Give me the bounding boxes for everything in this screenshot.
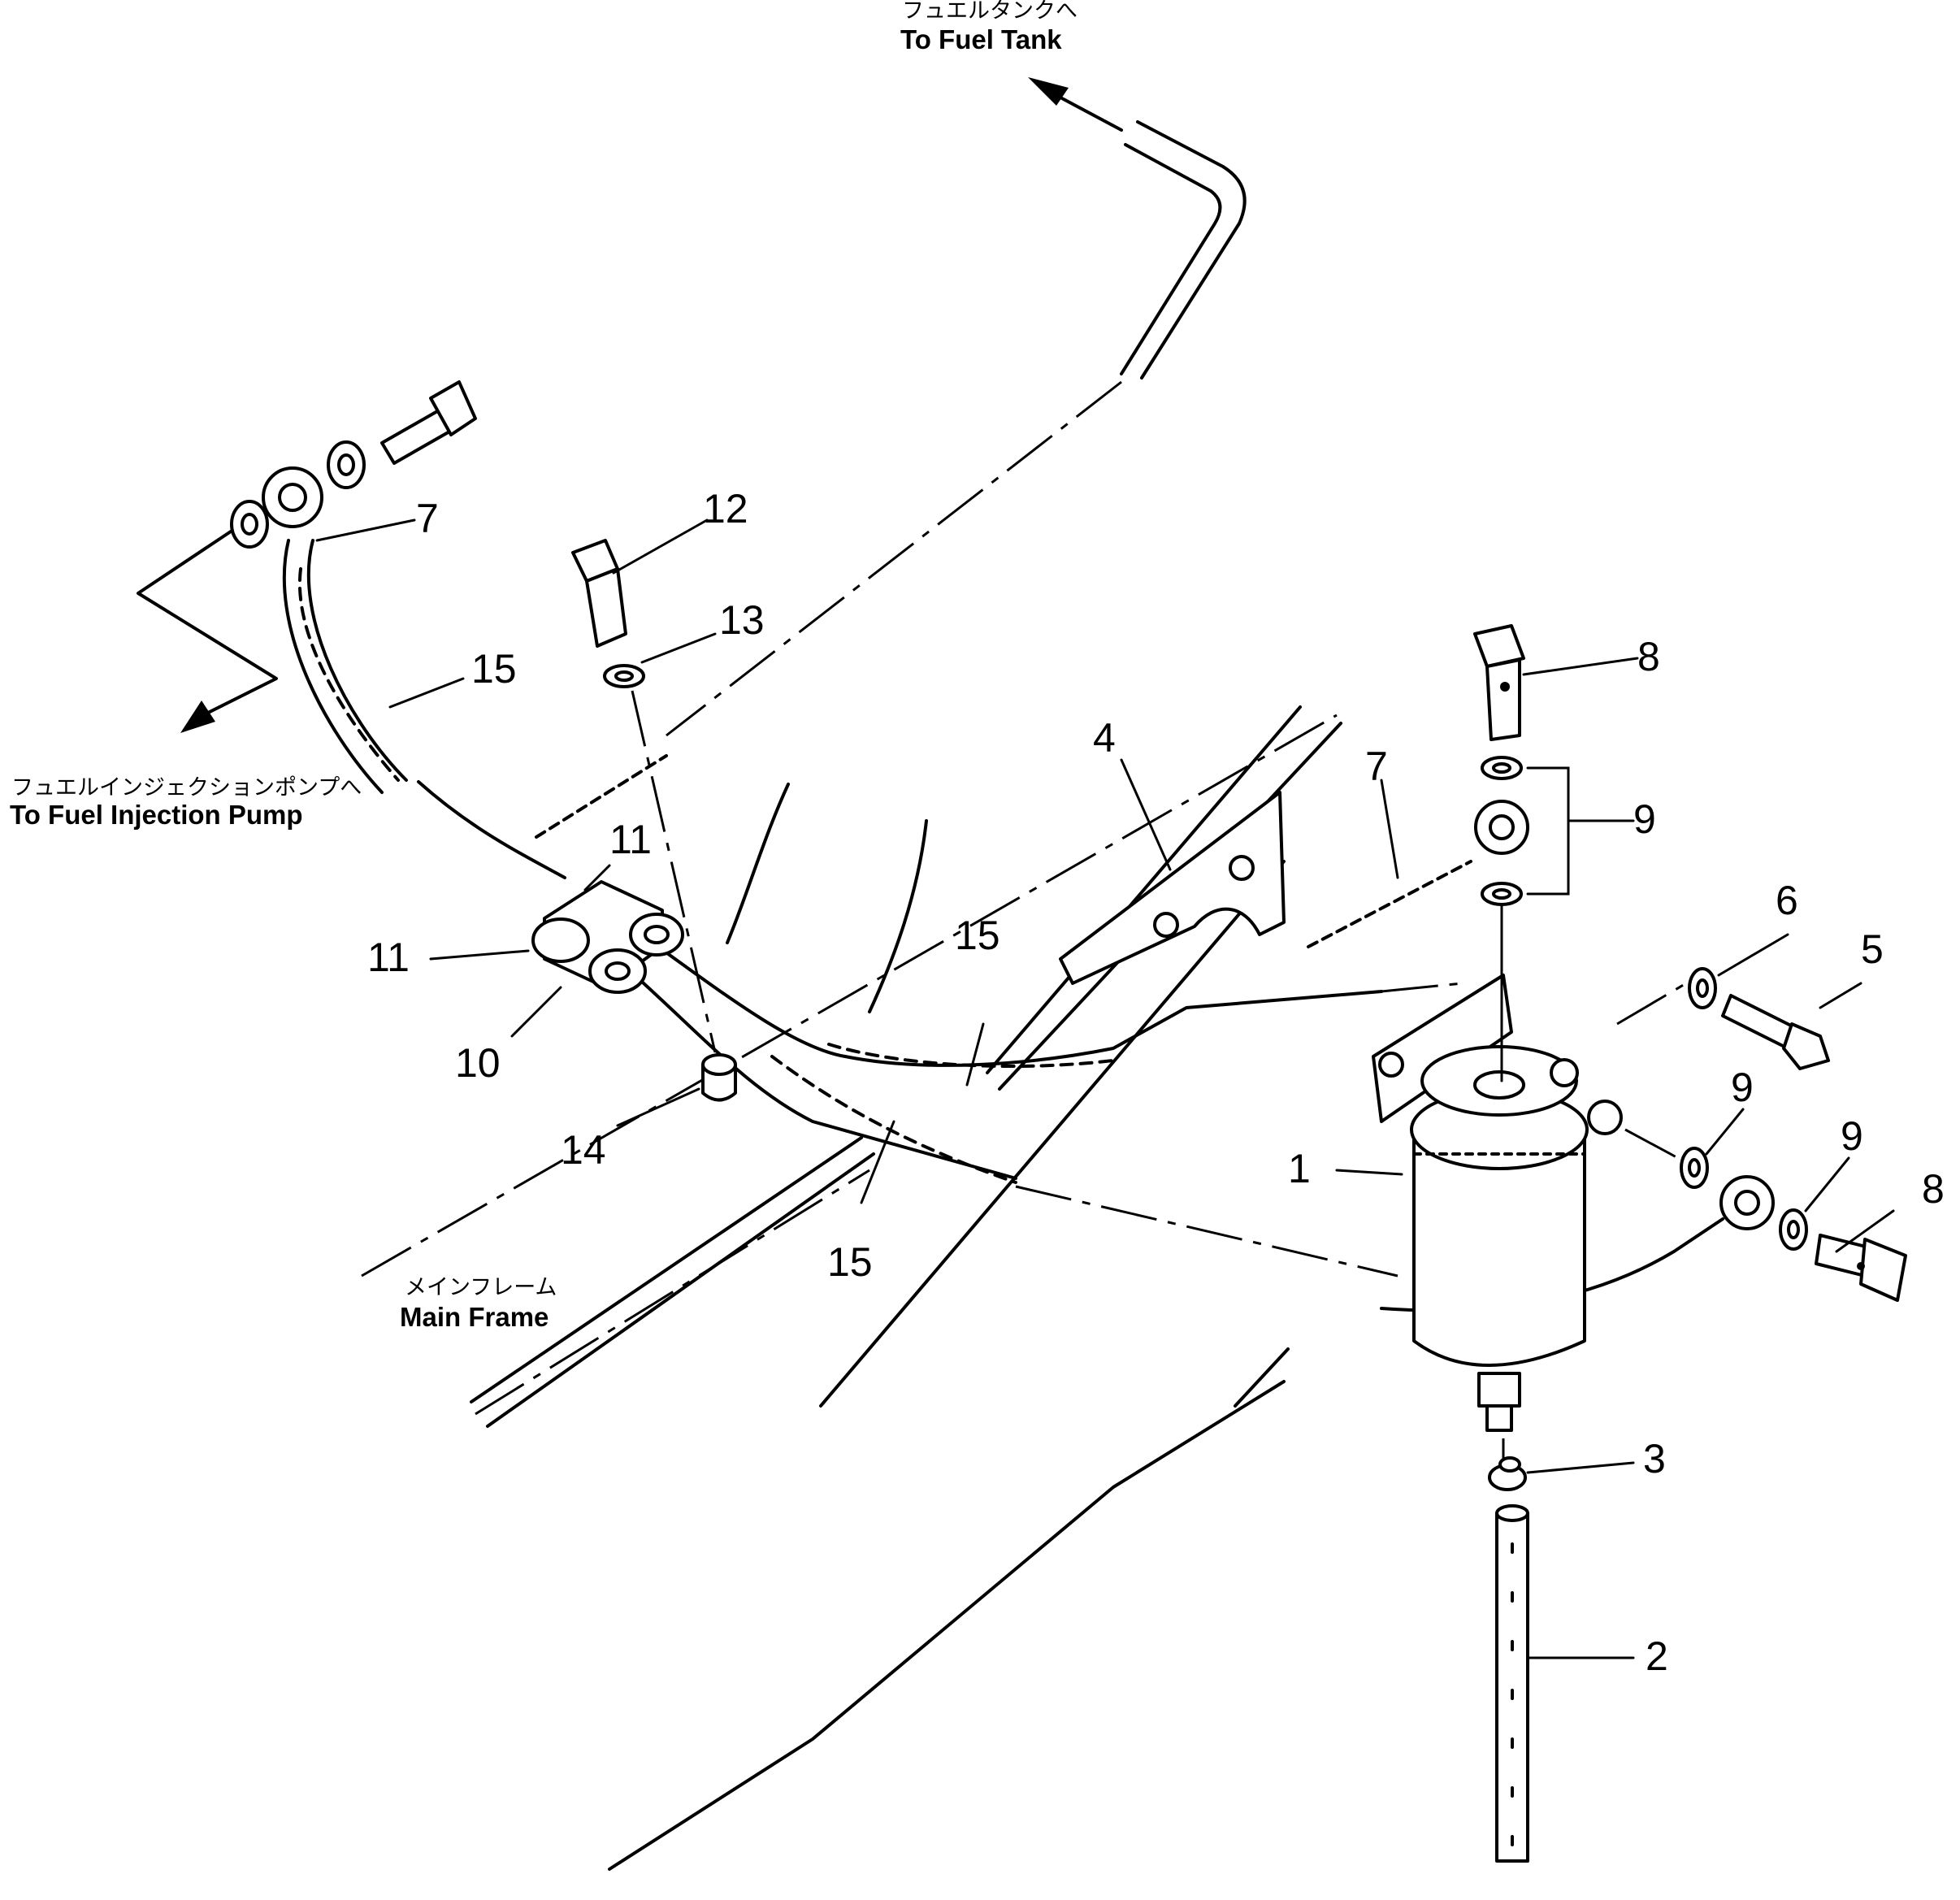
callout-11-left: 11 (367, 935, 410, 980)
bolt-5 (1721, 994, 1830, 1070)
spiral-guard-15-lower (770, 1055, 1017, 1184)
callout-6: 6 (1776, 878, 1798, 923)
callout-5: 5 (1861, 926, 1884, 972)
callout-11-top: 11 (609, 817, 652, 862)
washer-9-top (1481, 756, 1523, 780)
supply-hose (624, 965, 1398, 1278)
callout-13: 13 (719, 597, 765, 643)
spiral-guard-15-middle (827, 1043, 1115, 1069)
washer-13 (603, 664, 645, 688)
callout-15-upper: 15 (471, 646, 517, 692)
caption-fuel-tank-en: To Fuel Tank (900, 24, 1062, 54)
washer-6 (1688, 967, 1717, 1009)
pump-banjo-bolt (380, 380, 477, 465)
callout-7-filter: 7 (1365, 744, 1388, 789)
callout-9-lower: 9 (1841, 1113, 1863, 1159)
bolt-12-axis (631, 690, 717, 1053)
spacer-14 (701, 1053, 737, 1102)
callout-8-lower: 8 (1922, 1166, 1945, 1212)
banjo-bolt-8-top (1473, 624, 1525, 741)
spiral-guard-15-short (535, 754, 668, 839)
callout-8-top: 8 (1637, 634, 1660, 679)
callout-15-middle: 15 (955, 913, 1000, 958)
callout-1: 1 (1288, 1146, 1311, 1191)
callout-2: 2 (1646, 1633, 1668, 1679)
bracket-4 (1059, 791, 1286, 985)
banjo-bolt-8-lower (1815, 1234, 1907, 1302)
washer-9-lower-left (1680, 1147, 1709, 1189)
caption-injection-pump-en: To Fuel Injection Pump (10, 800, 303, 830)
callout-10: 10 (455, 1040, 501, 1086)
callout-numbers: 1 2 3 4 5 6 7 7 8 8 9 9 9 10 11 11 12 13… (367, 486, 1945, 1679)
caption-main-frame-jp: メインフレーム (405, 1275, 557, 1300)
callout-9-top: 9 (1633, 796, 1656, 842)
hose-7-filter-inlet (1307, 800, 1529, 948)
caption-main-frame-en: Main Frame (400, 1302, 549, 1332)
callout-4: 4 (1093, 715, 1116, 761)
bolt-12 (571, 539, 627, 648)
leader-lines (315, 518, 1895, 1659)
arrow-to-injection-pump (137, 527, 278, 733)
hose-to-injection-pump (282, 539, 566, 879)
joint-block-10 (531, 880, 684, 994)
callout-3: 3 (1643, 1436, 1666, 1481)
bolt-5-axis (1616, 982, 1687, 1026)
pump-washer-right (327, 440, 366, 489)
washer-9-mid (1481, 882, 1523, 906)
callout-7-pump: 7 (416, 496, 439, 541)
pump-washer-left (230, 500, 269, 549)
drain-tube-2 (1495, 1504, 1529, 1863)
main-frame-outline (361, 705, 1342, 1871)
fuel-tank-pipe (666, 120, 1247, 737)
callout-12: 12 (703, 486, 748, 531)
hose-7-pump-end (262, 466, 323, 528)
return-hose (657, 945, 1463, 1067)
callout-15-lower: 15 (827, 1239, 873, 1285)
washer-9-lower-right (1779, 1208, 1808, 1251)
fuel-filter-1 (1372, 974, 1623, 1432)
callout-14: 14 (561, 1127, 606, 1173)
arrow-to-fuel-tank (1028, 77, 1123, 132)
lower-bolt-axis (1624, 1128, 1679, 1160)
callout-9-mid: 9 (1731, 1065, 1754, 1110)
clamp-3 (1488, 1456, 1527, 1491)
caption-injection-pump-jp: フュエルインジェクションポンプへ (11, 775, 362, 800)
caption-fuel-tank-jp: フュエルタンクへ (902, 0, 1078, 24)
spiral-guard-15-upper (297, 567, 400, 782)
